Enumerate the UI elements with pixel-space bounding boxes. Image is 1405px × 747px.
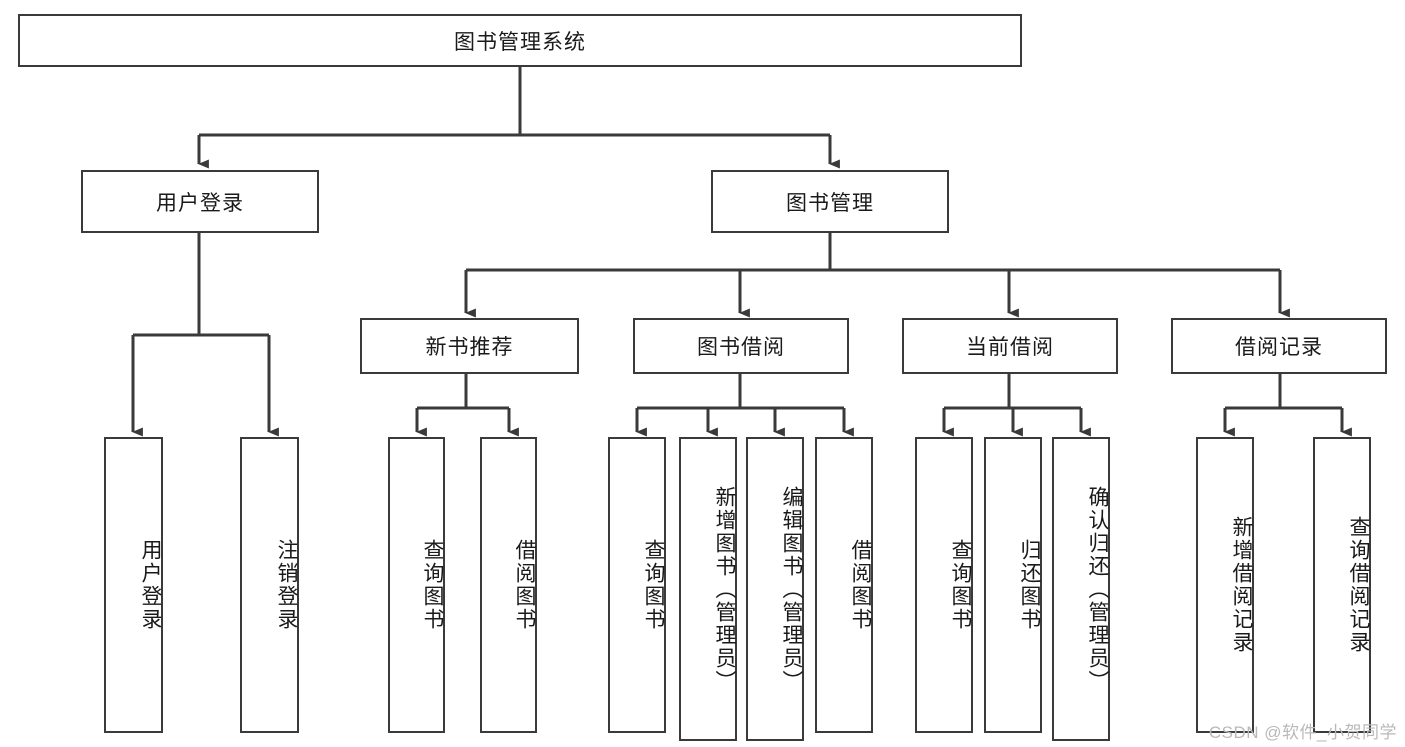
node-current-borrow[interactable]: 当前借阅 bbox=[902, 318, 1118, 374]
node-book-borrow-label: 图书借阅 bbox=[697, 336, 785, 359]
node-leaf-query-book-rec-label: 查询图书 bbox=[421, 539, 444, 631]
node-leaf-query-book-current-label: 查询图书 bbox=[949, 539, 972, 631]
node-leaf-edit-book-admin[interactable]: 编辑图书（管理员） bbox=[746, 437, 804, 741]
node-current-borrow-label: 当前借阅 bbox=[966, 336, 1054, 359]
node-leaf-add-borrow-record[interactable]: 新增借阅记录 bbox=[1196, 437, 1254, 733]
node-leaf-borrow-book-borrow-label: 借阅图书 bbox=[849, 539, 872, 631]
node-leaf-user-login-label: 用户登录 bbox=[139, 539, 162, 631]
node-leaf-add-borrow-record-label: 新增借阅记录 bbox=[1230, 516, 1253, 654]
node-leaf-confirm-return-admin-label: 确认归还（管理员） bbox=[1086, 485, 1109, 693]
node-leaf-add-book-admin[interactable]: 新增图书（管理员） bbox=[679, 437, 737, 741]
node-leaf-add-book-admin-label: 新增图书（管理员） bbox=[713, 485, 736, 693]
node-new-book-recommend-label: 新书推荐 bbox=[425, 336, 514, 359]
node-leaf-query-book-borrow-label: 查询图书 bbox=[642, 539, 665, 631]
csdn-watermark: CSDN @软件_小贺同学 bbox=[1208, 723, 1397, 742]
node-leaf-borrow-book-rec[interactable]: 借阅图书 bbox=[480, 437, 537, 733]
node-book-management-label: 图书管理 bbox=[786, 191, 874, 215]
node-leaf-query-borrow-record-label: 查询借阅记录 bbox=[1347, 516, 1370, 654]
node-leaf-logout-label: 注销登录 bbox=[275, 539, 298, 631]
node-book-borrow[interactable]: 图书借阅 bbox=[633, 318, 849, 374]
node-user-login-label: 用户登录 bbox=[156, 191, 244, 215]
node-leaf-borrow-book-borrow[interactable]: 借阅图书 bbox=[815, 437, 873, 733]
node-borrow-record[interactable]: 借阅记录 bbox=[1171, 318, 1387, 374]
node-leaf-confirm-return-admin[interactable]: 确认归还（管理员） bbox=[1052, 437, 1110, 741]
node-leaf-edit-book-admin-label: 编辑图书（管理员） bbox=[780, 485, 803, 693]
node-borrow-record-label: 借阅记录 bbox=[1235, 336, 1323, 359]
node-new-book-recommend[interactable]: 新书推荐 bbox=[360, 318, 579, 374]
node-root-label: 图书管理系统 bbox=[454, 30, 586, 54]
node-leaf-query-book-rec[interactable]: 查询图书 bbox=[388, 437, 445, 733]
node-user-login[interactable]: 用户登录 bbox=[81, 170, 319, 233]
node-leaf-user-login[interactable]: 用户登录 bbox=[104, 437, 163, 733]
node-leaf-logout[interactable]: 注销登录 bbox=[240, 437, 299, 733]
node-book-management[interactable]: 图书管理 bbox=[711, 170, 949, 233]
node-leaf-borrow-book-rec-label: 借阅图书 bbox=[513, 539, 536, 631]
node-leaf-return-book-label: 归还图书 bbox=[1018, 539, 1041, 631]
node-leaf-return-book[interactable]: 归还图书 bbox=[984, 437, 1042, 733]
node-leaf-query-book-current[interactable]: 查询图书 bbox=[915, 437, 973, 733]
node-leaf-query-borrow-record[interactable]: 查询借阅记录 bbox=[1313, 437, 1371, 733]
node-root[interactable]: 图书管理系统 bbox=[18, 14, 1022, 67]
node-leaf-query-book-borrow[interactable]: 查询图书 bbox=[608, 437, 666, 733]
